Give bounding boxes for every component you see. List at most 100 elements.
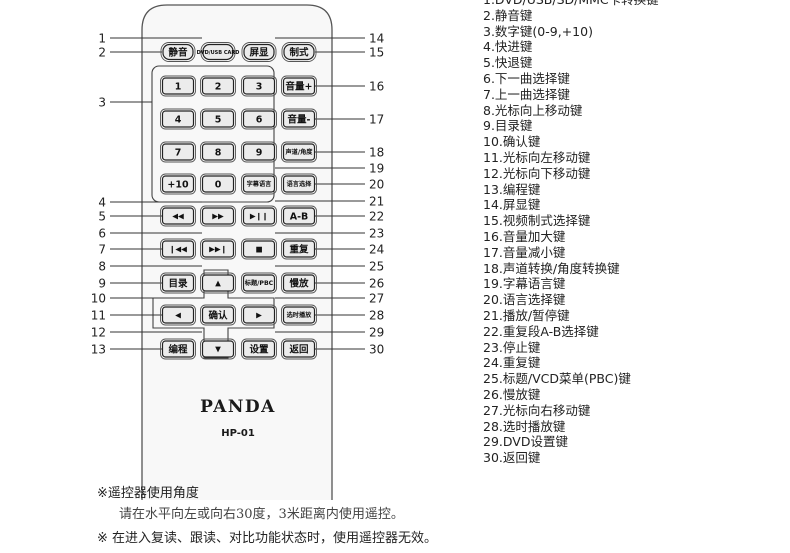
button-audio-angle[interactable]: 声道/角度 xyxy=(281,141,317,163)
button-label: 设置 xyxy=(249,343,269,355)
button-next[interactable]: ▶▶❙ xyxy=(200,238,236,260)
button-face xyxy=(161,340,195,358)
button-n9[interactable]: 9 xyxy=(241,141,277,163)
button-face xyxy=(282,143,316,161)
button-outline xyxy=(200,108,236,130)
button-up[interactable]: ▲ xyxy=(200,272,236,294)
callout-number: 18 xyxy=(369,146,384,160)
callout-number: 23 xyxy=(369,227,384,241)
button-label: 返回 xyxy=(289,343,308,355)
button-menu[interactable]: 目录 xyxy=(160,272,196,294)
button-outline xyxy=(160,238,196,260)
button-vol-up[interactable]: 音量+ xyxy=(281,75,317,97)
button-prev[interactable]: ❙◀◀ xyxy=(160,238,196,260)
callout-number: 8 xyxy=(98,260,106,274)
button-forward[interactable]: ▶▶ xyxy=(200,205,236,227)
legend-item: 10.确认键 xyxy=(483,134,541,150)
button-outline xyxy=(160,338,196,360)
button-face xyxy=(201,143,235,161)
button-n7[interactable]: 7 xyxy=(160,141,196,163)
button-subtitle[interactable]: 字幕语言 xyxy=(241,173,277,195)
callout-number: 9 xyxy=(98,277,106,291)
button-n3[interactable]: 3 xyxy=(241,75,277,97)
legend-item: 2.静音键 xyxy=(483,7,533,23)
button-outline xyxy=(281,205,317,227)
button-n2[interactable]: 2 xyxy=(200,75,236,97)
callout-number: 16 xyxy=(369,80,384,94)
button-label: 5 xyxy=(215,114,222,125)
button-title-pbc[interactable]: 标题/PBC xyxy=(241,272,277,294)
button-outline xyxy=(281,173,317,195)
button-time-play[interactable]: 选时播放 xyxy=(281,304,317,326)
button-vol-down[interactable]: 音量- xyxy=(281,108,317,130)
button-n4[interactable]: 4 xyxy=(160,108,196,130)
button-display[interactable]: 屏显 xyxy=(241,42,277,62)
button-face xyxy=(282,306,316,324)
button-format[interactable]: 制式 xyxy=(281,42,317,62)
button-label: 语言选择 xyxy=(287,180,313,188)
button-source[interactable]: DVD/USB CARD xyxy=(197,42,240,62)
button-enter[interactable]: 确认 xyxy=(200,304,236,326)
legend-item: 6.下一曲选择键 xyxy=(483,70,570,86)
button-ab[interactable]: A-B xyxy=(281,205,317,227)
button-outline xyxy=(200,304,236,326)
legend-item: 29.DVD设置键 xyxy=(483,434,568,450)
button-return[interactable]: 返回 xyxy=(281,338,317,360)
button-n6[interactable]: 6 xyxy=(241,108,277,130)
legend-item: 1.DVD/USB/SD/MMC卡转换键 xyxy=(483,0,659,8)
button-n8[interactable]: 8 xyxy=(200,141,236,163)
note-body: 请在水平向左或向右30度，3米距离内使用遥控。 xyxy=(119,507,404,522)
button-outline xyxy=(200,238,236,260)
button-program[interactable]: 编程 xyxy=(160,338,196,360)
legend-item: 3.数字键(0-9,+10) xyxy=(483,23,593,39)
button-slow[interactable]: 慢放 xyxy=(281,272,317,294)
button-outline xyxy=(160,304,196,326)
callout-number: 26 xyxy=(369,277,384,291)
button-label: 慢放 xyxy=(289,277,309,289)
button-outline xyxy=(281,272,317,294)
button-outline xyxy=(160,141,196,163)
legend-item: 23.停止键 xyxy=(483,339,541,355)
button-label: ❙◀◀ xyxy=(169,245,187,254)
button-label: 0 xyxy=(215,179,222,190)
button-down[interactable]: ▼ xyxy=(200,338,236,360)
button-play-pause[interactable]: ▶❙❙ xyxy=(241,205,277,227)
callout-number: 21 xyxy=(369,195,384,209)
button-face xyxy=(282,240,316,258)
button-outline xyxy=(160,173,196,195)
button-label: ▲ xyxy=(215,279,221,288)
button-stop[interactable]: ■ xyxy=(241,238,277,260)
button-face xyxy=(283,43,315,61)
callout-number: 27 xyxy=(369,292,384,306)
button-n1[interactable]: 1 xyxy=(160,75,196,97)
button-left[interactable]: ◀ xyxy=(160,304,196,326)
legend-item: 4.快进键 xyxy=(483,39,533,55)
legend-item: 30.返回键 xyxy=(483,450,541,466)
button-repeat[interactable]: 重复 xyxy=(281,238,317,260)
button-outline xyxy=(200,173,236,195)
button-setup[interactable]: 设置 xyxy=(241,338,277,360)
button-label: 屏显 xyxy=(249,47,269,58)
button-n0[interactable]: 0 xyxy=(200,173,236,195)
button-label: 2 xyxy=(215,81,222,92)
callout-number: 14 xyxy=(369,32,384,46)
callout-number: 30 xyxy=(369,343,384,357)
button-face xyxy=(201,274,235,292)
button-n5[interactable]: 5 xyxy=(200,108,236,130)
legend-item: 5.快退键 xyxy=(483,55,533,71)
button-outline xyxy=(200,42,236,62)
button-n10[interactable]: +10 xyxy=(160,173,196,195)
callout-number: 13 xyxy=(91,343,106,357)
button-right[interactable]: ▶ xyxy=(241,304,277,326)
button-rewind[interactable]: ◀◀ xyxy=(160,205,196,227)
legend-item: 22.重复段A-B选择键 xyxy=(483,323,599,339)
button-outline xyxy=(160,42,196,62)
legend-item: 7.上一曲选择键 xyxy=(483,86,570,102)
button-mute[interactable]: 静音 xyxy=(160,42,196,62)
button-outline xyxy=(241,108,277,130)
callout-number: 20 xyxy=(369,178,384,192)
button-language[interactable]: 语言选择 xyxy=(281,173,317,195)
callout-number: 24 xyxy=(369,243,384,257)
button-label: ■ xyxy=(255,245,262,254)
